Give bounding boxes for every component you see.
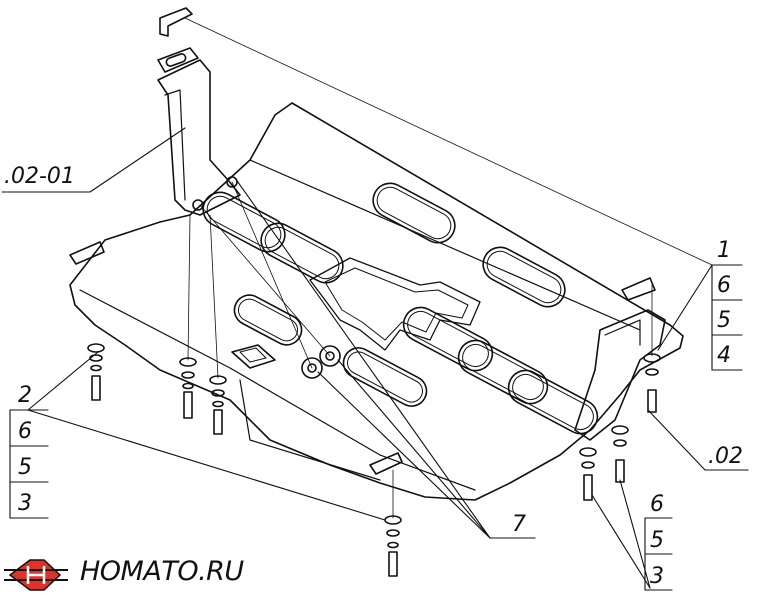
slot-8: [233, 294, 303, 346]
slot-5: [402, 306, 494, 372]
leader-7b: [234, 177, 491, 539]
leader-7a: [317, 371, 536, 539]
label-left-3: 3: [18, 491, 32, 516]
label-part-7: 7: [512, 512, 526, 537]
right-tab: [621, 277, 656, 301]
slot-9: [342, 347, 428, 407]
right-bracket: [574, 309, 666, 441]
slot-7: [507, 369, 599, 435]
left-tab: [69, 241, 105, 265]
leader-2a: [27, 351, 99, 411]
leader-1: [657, 264, 713, 351]
skid-plate-outline: [69, 102, 684, 501]
front-tab: [369, 452, 403, 475]
plate-lower-flange: [239, 379, 381, 481]
access-hatch: [231, 344, 276, 369]
left-bracket: [157, 59, 241, 216]
leader-2b: [27, 409, 386, 521]
slot-4: [260, 222, 344, 284]
label-left-5: 5: [18, 455, 32, 480]
slot-2: [482, 246, 566, 308]
label-left-6: 6: [18, 419, 32, 444]
fastener-front: [384, 515, 402, 577]
leader-7c: [337, 359, 491, 539]
label-bottom-3: 3: [650, 564, 664, 589]
fastener-mid2: [209, 375, 227, 435]
slot-6: [457, 339, 549, 405]
fastener-right-bottom1: [579, 447, 597, 501]
nut-2: [319, 345, 341, 367]
label-right-4: 4: [717, 343, 731, 368]
fastener-right-top: [643, 353, 661, 413]
label-right-1: 1: [717, 238, 731, 263]
leader-02-01: [1, 127, 186, 193]
leader-bottom-3a: [591, 494, 651, 589]
plate-front-fold: [79, 289, 476, 491]
plate-top-edge: [249, 159, 641, 331]
label-left-2: 2: [18, 383, 32, 408]
brand-logo-icon: [4, 559, 68, 591]
slot-1: [372, 182, 456, 244]
fastener-left: [87, 343, 105, 401]
label-part-02: .02: [708, 444, 743, 469]
left-bracket-tab: [157, 47, 199, 73]
label-bottom-6: 6: [650, 492, 664, 517]
center-emblem: [309, 257, 481, 351]
nut-1: [301, 357, 323, 379]
label-bottom-5: 5: [650, 528, 664, 553]
label-part-02-01: .02-01: [4, 164, 75, 189]
label-right-5: 5: [717, 308, 731, 333]
brand-name: НОМАТО.RU: [80, 556, 244, 587]
fastener-right-bottom2: [611, 425, 629, 483]
label-right-6: 6: [717, 273, 731, 298]
top-clip: [159, 7, 193, 37]
fastener-mid1: [179, 357, 197, 419]
slot-3: [202, 191, 286, 253]
